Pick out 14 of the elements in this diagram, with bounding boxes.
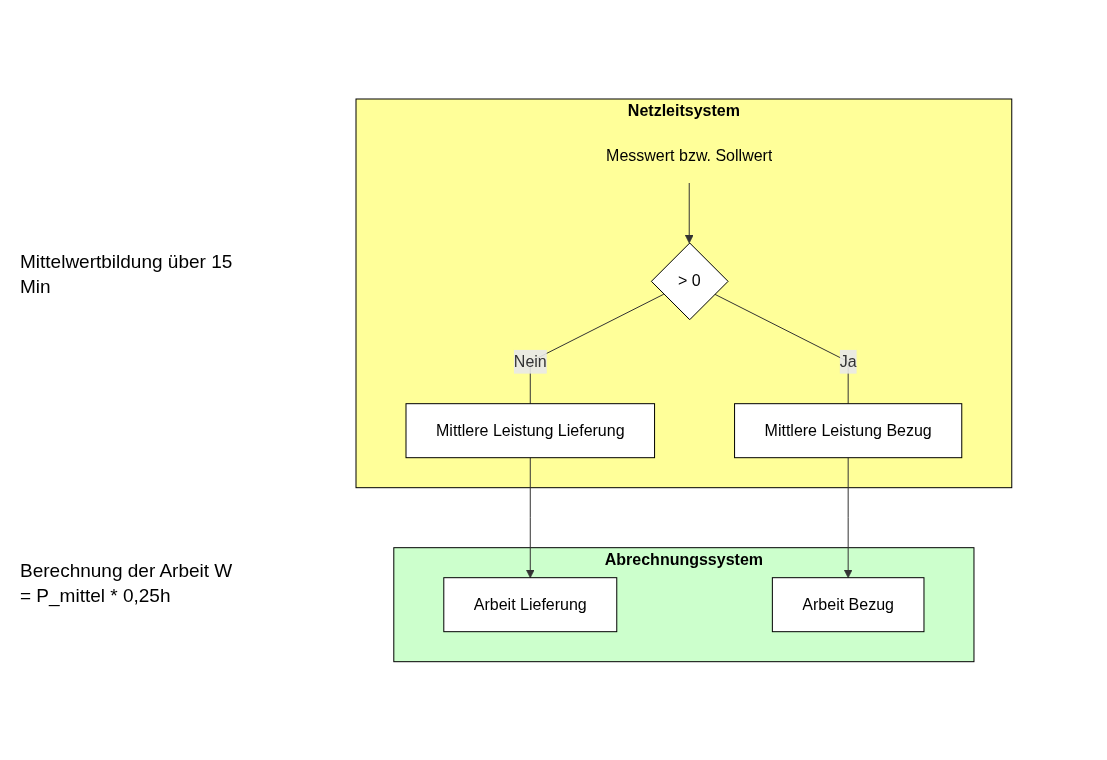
connector [713,293,849,404]
node-box: Arbeit Lieferung [442,576,617,632]
arrow [684,182,694,244]
node-box: Arbeit Bezug [771,576,925,632]
note-text: Berechnung der Arbeit W = P_mittel * 0,25h [20,559,234,609]
node-text: Messwert bzw. Sollwert [605,146,772,164]
arrow [525,456,535,578]
edge-label: Nein [513,352,547,370]
edge-label: Ja [839,352,857,370]
node-box: Mittlere Leistung Lieferung [405,402,655,458]
arrow [843,456,853,578]
node-box: Mittlere Leistung Bezug [733,402,962,458]
node-diamond: > 0 [650,242,729,320]
note-text: Mittelwertbildung über 15 Min [20,250,234,299]
